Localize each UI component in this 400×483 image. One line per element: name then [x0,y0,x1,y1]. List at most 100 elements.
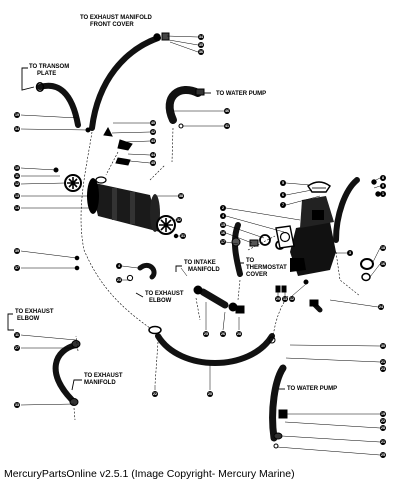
callout-marker: 41 [224,123,230,129]
callout-marker: 18 [380,245,386,251]
svg-text:4: 4 [222,214,224,218]
svg-text:13: 13 [283,297,287,301]
callout-marker: 42 [150,129,156,135]
svg-text:17: 17 [221,240,225,244]
callout-marker: 19 [380,411,386,417]
svg-text:7: 7 [282,203,284,207]
svg-text:PLATE: PLATE [37,71,56,77]
svg-text:44: 44 [151,153,155,157]
svg-text:22: 22 [381,419,385,423]
callout-marker: 23 [116,277,122,283]
svg-text:11: 11 [15,174,19,178]
callout-marker: 29 [275,296,281,302]
callout-marker: 28 [236,331,242,337]
hose-short-mid [199,288,229,309]
thermostat-housing [275,181,336,276]
svg-text:21: 21 [381,360,385,364]
svg-text:18: 18 [381,246,385,250]
callout-marker: 8 [380,175,386,181]
fittings [35,32,381,449]
callout-marker: 7 [280,202,286,208]
svg-text:27: 27 [15,346,19,350]
svg-text:23: 23 [117,278,121,282]
callout-marker: 40 [150,120,156,126]
svg-text:12: 12 [15,182,19,186]
svg-text:24: 24 [379,305,383,309]
svg-text:4: 4 [118,264,120,268]
callout-marker: 1 [380,191,386,197]
callout-marker: 11 [14,332,20,338]
callouts: 34 35 36 19 34 40 42 43 44 45 46 41 10 1… [14,34,386,458]
svg-text:ELBOW: ELBOW [149,298,172,304]
svg-text:TO INTAKE: TO INTAKE [184,260,216,266]
svg-text:34: 34 [15,127,19,131]
callout-marker: 23 [380,366,386,372]
label-exhaust-manifold-front-cover: TO EXHAUST MANIFOLD FRONT COVER [80,15,153,28]
callout-marker: 30 [380,343,386,349]
svg-text:41: 41 [225,124,229,128]
svg-text:29: 29 [276,297,280,301]
svg-text:39: 39 [15,249,19,253]
callout-marker: 4 [220,213,226,219]
svg-text:TO EXHAUST: TO EXHAUST [15,309,54,315]
svg-text:ELBOW: ELBOW [17,316,40,322]
svg-text:10: 10 [15,166,19,170]
svg-text:TO EXHAUST: TO EXHAUST [145,291,184,297]
callout-marker: 13 [14,193,20,199]
svg-text:19: 19 [381,412,385,416]
callout-marker: 22 [380,418,386,424]
label-exhaust-elbow-left: TO EXHAUST ELBOW [15,309,54,322]
callout-marker: 39 [14,248,20,254]
svg-text:16: 16 [221,231,225,235]
callout-marker: 24 [378,304,384,310]
svg-text:28: 28 [381,426,385,430]
callout-marker: 21 [380,439,386,445]
svg-text:34: 34 [199,35,203,39]
label-thermostat-cover: TO THERMOSTAT COVER [246,258,287,278]
parts-diagram: TO EXHAUST MANIFOLD FRONT COVER TO TRANS… [7,15,386,458]
callout-marker: 46 [224,108,230,114]
svg-text:15: 15 [221,223,225,227]
svg-text:45: 45 [151,161,155,165]
callout-marker: 37 [14,265,20,271]
label-exhaust-elbow-mid: TO EXHAUST ELBOW [145,291,184,304]
svg-text:25: 25 [381,453,385,457]
svg-text:25: 25 [204,332,208,336]
callout-marker: 44 [150,152,156,158]
label-water-pump-bottom: TO WATER PUMP [287,386,337,392]
svg-text:TO TRANSOM: TO TRANSOM [29,64,69,70]
svg-text:31: 31 [181,234,185,238]
callout-marker: 17 [220,239,226,245]
hose-big-curve [155,333,275,366]
svg-text:FRONT COVER: FRONT COVER [90,22,134,28]
callout-marker: 27 [14,345,20,351]
callout-marker: 6 [280,192,286,198]
svg-text:9: 9 [382,184,384,188]
svg-text:28: 28 [237,332,241,336]
callout-marker: 20 [207,391,213,397]
svg-text:MANIFOLD: MANIFOLD [84,380,116,386]
callout-marker: 12 [14,181,20,187]
svg-text:36: 36 [199,50,203,54]
svg-text:46: 46 [225,109,229,113]
svg-text:40: 40 [151,121,155,125]
svg-text:1: 1 [382,192,384,196]
svg-text:TO EXHAUST MANIFOLD: TO EXHAUST MANIFOLD [80,15,153,21]
image-caption: MercuryPartsOnline v2.5.1 (Image Copyrig… [4,468,295,480]
label-exhaust-manifold-left: TO EXHAUST MANIFOLD [84,373,123,386]
callout-marker: 36 [198,49,204,55]
callout-marker: 13 [282,296,288,302]
svg-text:22: 22 [153,392,157,396]
hose-thermostat [231,222,243,277]
callout-marker: 4 [116,263,122,269]
callout-marker: 45 [150,160,156,166]
callout-marker: 34 [198,34,204,40]
svg-text:16: 16 [381,262,385,266]
svg-text:19: 19 [15,113,19,117]
callout-marker: 26 [220,331,226,337]
callout-marker: 22 [152,391,158,397]
svg-text:COVER: COVER [246,272,268,278]
svg-text:5: 5 [282,181,284,185]
svg-text:TO EXHAUST: TO EXHAUST [84,373,123,379]
svg-text:20: 20 [208,392,212,396]
